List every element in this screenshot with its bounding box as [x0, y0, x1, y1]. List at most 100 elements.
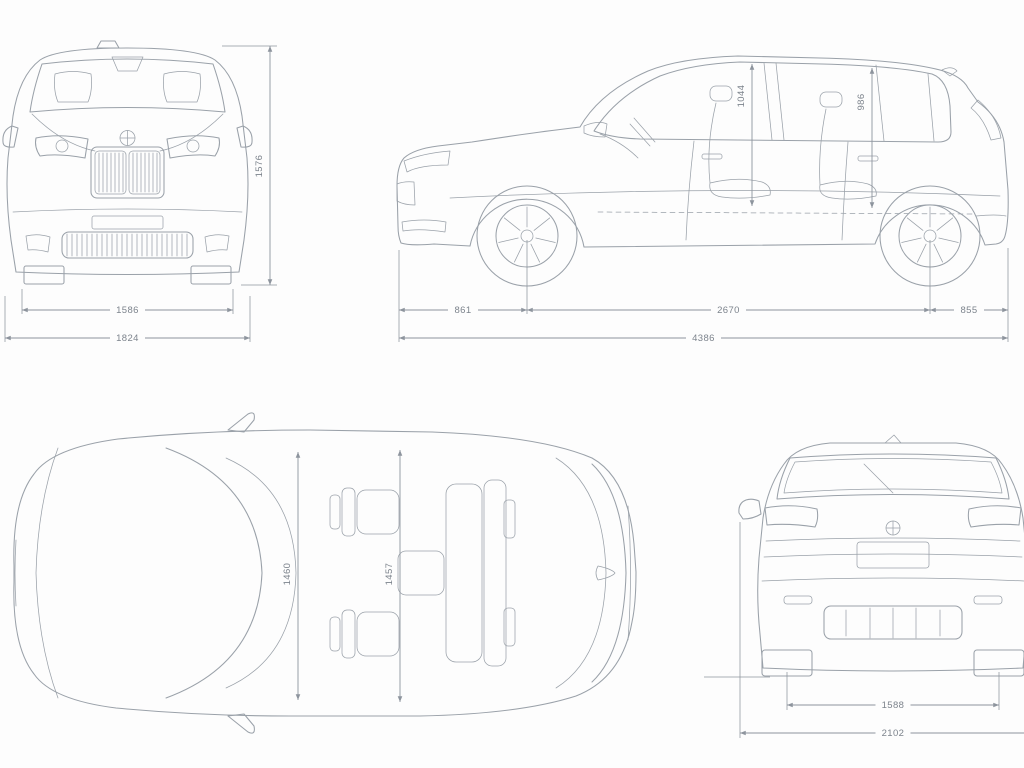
- roof-rear-edge: [555, 457, 607, 689]
- dim-rear-track: 1588: [786, 672, 1000, 711]
- wheel-front-right: [190, 265, 232, 285]
- headlight-right: [166, 135, 221, 159]
- dim-label-interior-width-rear: 1457: [384, 563, 395, 586]
- rear-diffuser: [823, 605, 963, 640]
- character-line: [449, 190, 1001, 199]
- seat-right: [163, 71, 201, 103]
- side-mirror-right: [236, 125, 253, 148]
- side-mirror-left: [2, 125, 19, 148]
- front-view: 1576 1586 1824: [2, 40, 277, 344]
- dim-interior-width-rear: 1457: [384, 450, 403, 702]
- door-handle-front: [701, 153, 723, 160]
- taillight-left: [764, 505, 819, 528]
- top-view: 1460 1457: [13, 412, 637, 734]
- front-wheel-spokes: [498, 206, 556, 263]
- dim-label-overall-width: 1824: [116, 333, 139, 344]
- rear-window: [776, 453, 1010, 500]
- front-bumper-tip: [14, 539, 17, 607]
- rear-bumper-crease: [975, 214, 1007, 217]
- top-body-outline: [13, 429, 637, 717]
- lower-air-intake: [61, 231, 194, 259]
- mirror-plan-bottom: [227, 713, 255, 734]
- side-grille: [396, 181, 416, 206]
- mirror-plan-top: [227, 412, 255, 433]
- dim-length-group: 861 2670 855 4386: [398, 240, 1009, 344]
- dim-interior-height-front: 1044: [736, 64, 755, 206]
- taillight-right: [967, 505, 1022, 528]
- side-body-outline: [396, 55, 1009, 248]
- rear-antenna-fin: [884, 434, 902, 444]
- side-view: 1044 986 861 2670 855 4386: [396, 55, 1009, 344]
- door-handle-rear: [857, 155, 879, 162]
- wheel-front-left: [23, 265, 65, 285]
- rearview-mirror: [111, 56, 144, 72]
- kidney-grille: [90, 146, 165, 199]
- dim-label-front-track: 1586: [116, 305, 139, 316]
- hood-creases: [31, 113, 224, 152]
- headlight-left: [34, 135, 89, 159]
- headlight-left-lens: [55, 139, 69, 153]
- side-antenna-fin: [941, 67, 958, 77]
- dim-overall-width: 1824: [4, 296, 251, 344]
- side-taillight: [970, 99, 1002, 141]
- dim-label-overall-length: 4386: [692, 333, 715, 344]
- side-front-intake: [401, 219, 447, 233]
- dashboard-line: [599, 133, 639, 159]
- side-glass-outline: [593, 61, 952, 143]
- headlight-right-lens: [186, 139, 200, 153]
- nose-contour: [35, 447, 59, 699]
- rear-headrest: [819, 91, 843, 108]
- seat-left: [54, 71, 92, 103]
- rear-mirror-left: [738, 498, 762, 520]
- center-console: [397, 550, 445, 596]
- rear-bumper-line: [761, 577, 1024, 582]
- front-body-outline: [6, 47, 249, 276]
- tail-edge: [627, 505, 631, 641]
- license-plate: [91, 215, 164, 230]
- dim-front-track: 1586: [21, 289, 234, 316]
- bmw-roundel-icon: [119, 130, 136, 146]
- rear-seat-profile: [819, 108, 877, 200]
- dim-label-interior-height-front: 1044: [736, 85, 747, 108]
- tailgate-lines: [763, 537, 1023, 558]
- dim-label-interior-width-front: 1460: [282, 563, 293, 586]
- diffuser-ribs: [845, 607, 941, 639]
- grille-kidney-right: [128, 150, 161, 195]
- floor-line: [597, 211, 973, 215]
- rear-view: 1588 2102: [704, 434, 1024, 739]
- rear-body-outline: [757, 442, 1024, 672]
- interior: [597, 85, 973, 215]
- dim-label-overall-height: 1576: [254, 155, 265, 178]
- dim-label-rear-overhang: 855: [960, 305, 977, 316]
- dim-width-incl-mirrors: 2102: [739, 522, 1024, 739]
- dim-label-wheelbase: 2670: [717, 305, 740, 316]
- front-seat-profile: [708, 102, 771, 199]
- windshield-plan: [165, 447, 263, 699]
- side-headlight: [403, 150, 451, 173]
- grille-frame: [90, 146, 165, 199]
- fog-intake-left: [25, 234, 51, 253]
- dim-interior-height-rear: 986: [856, 68, 875, 208]
- grille-slats: [98, 152, 158, 193]
- front-headrest: [709, 85, 733, 102]
- steering-wheel: [629, 117, 656, 147]
- dim-interior-width-front: 1460: [282, 452, 301, 700]
- dim-label-rear-track: 1588: [882, 700, 905, 711]
- fog-intake-right: [204, 234, 230, 253]
- side-mirror: [583, 122, 608, 138]
- rear-window-inner: [783, 458, 1003, 494]
- rear-bench-plan: [445, 479, 516, 667]
- rear-window-plan: [591, 463, 627, 683]
- dim-overall-height: 1576: [222, 45, 277, 286]
- windshield: [29, 58, 226, 113]
- grille-kidney-left: [94, 150, 127, 195]
- roof-antenna-fin: [96, 40, 120, 49]
- dim-label-front-overhang: 861: [454, 305, 471, 316]
- rear-wiper: [863, 463, 894, 494]
- rear-wheel-spokes: [901, 206, 959, 263]
- bmw-roundel-icon-rear: [885, 520, 901, 536]
- intake-mesh: [66, 233, 188, 257]
- reflector-right: [973, 595, 1003, 605]
